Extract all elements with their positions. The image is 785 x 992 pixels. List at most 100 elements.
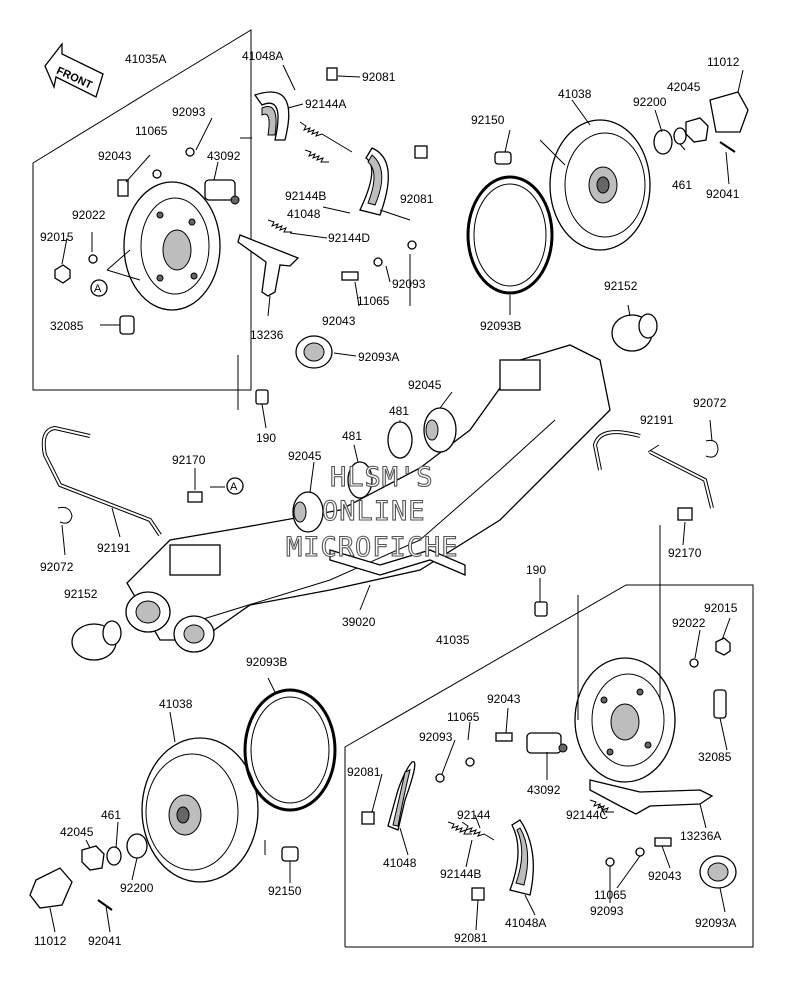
label-190-top: 190 (256, 431, 276, 445)
wheel-cylinder-lower (526, 732, 568, 754)
label-92045-b: 92045 (288, 449, 322, 463)
brake-shoe-upper-a (253, 91, 290, 141)
watermark-line-1: HLSM'S (330, 462, 434, 493)
label-92170-left: 92170 (172, 453, 206, 467)
label-92170-right: 92170 (668, 546, 702, 560)
label-92191-right: 92191 (640, 413, 674, 427)
label-92015-bot: 92015 (704, 601, 738, 615)
label-481-b: 481 (342, 429, 362, 443)
label-92081-top2: 92081 (400, 192, 434, 206)
label-41048A-top: 41048A (242, 49, 283, 63)
box-upper-left (32, 29, 252, 391)
watermark-line-3: MICROFICHE (286, 532, 459, 563)
brake-shoe-lower-b (509, 819, 534, 896)
breather-pipe-left (41, 425, 203, 537)
watermark-line-2: ONLINE (322, 496, 426, 527)
label-41048-bot: 41048 (383, 856, 417, 870)
label-39020: 39020 (342, 615, 376, 629)
label-92093B-bot: 92093B (246, 655, 287, 669)
seal-92093B-lower (243, 688, 337, 812)
bolt-190-top (255, 389, 269, 405)
label-92150-bot: 92150 (268, 884, 302, 898)
breather-pipe-right (592, 430, 719, 521)
hub-hardware-upper (494, 91, 749, 165)
part-labels: 41035A 41048A 92081 92144A 92093 11065 4… (34, 49, 740, 948)
brake-shoe-upper-b (359, 147, 389, 216)
label-11012-top: 11012 (707, 55, 740, 69)
label-92150-top: 92150 (471, 113, 505, 127)
bushing-92152-right (611, 313, 658, 352)
lever-13236 (237, 234, 300, 297)
label-42045-bot: 42045 (60, 825, 94, 839)
box-lower-right (344, 584, 754, 948)
label-43092-bot: 43092 (527, 783, 561, 797)
label-92081-bot2: 92081 (454, 931, 488, 945)
brake-shoe-lower-a (387, 761, 416, 831)
label-92043-top2: 92043 (322, 314, 356, 328)
label-92144B-top: 92144B (285, 189, 326, 203)
label-41035: 41035 (436, 633, 470, 647)
label-13236A: 13236A (680, 829, 721, 843)
seal-92093B-upper (466, 175, 554, 295)
bearings-center (292, 407, 457, 533)
label-92144A: 92144A (305, 97, 346, 111)
label-11065-bot1: 11065 (447, 710, 480, 724)
label-11012-bot: 11012 (34, 934, 67, 948)
label-481-a: 481 (389, 404, 409, 418)
label-190-bot: 190 (526, 563, 546, 577)
label-92144D: 92144D (328, 231, 370, 245)
label-92041-bot: 92041 (88, 934, 122, 948)
label-92152-left: 92152 (64, 587, 98, 601)
label-11065-top2: 11065 (357, 294, 390, 308)
label-43092-top: 43092 (207, 149, 241, 163)
hub-hardware-lower (29, 833, 299, 911)
label-92152-right: 92152 (604, 279, 638, 293)
label-92081-top1: 92081 (362, 70, 396, 84)
label-92200-bot: 92200 (120, 881, 154, 895)
label-92072-left: 92072 (40, 560, 74, 574)
label-32085-top: 32085 (50, 319, 84, 333)
label-41048A-bot: 41048A (505, 916, 546, 930)
watermark: HLSM'S ONLINE MICROFICHE (285, 461, 459, 563)
bushing-92152-left (71, 620, 122, 661)
label-11065-top1: 11065 (135, 124, 168, 138)
label-42045-top: 42045 (667, 80, 701, 94)
label-13236: 13236 (250, 328, 284, 342)
bolt-190-bottom (534, 601, 548, 617)
brake-drum-lower (141, 737, 259, 883)
label-92022-bot: 92022 (672, 616, 706, 630)
label-92093-top2: 92093 (392, 277, 426, 291)
springs-upper (267, 121, 353, 233)
label-92093-bot2: 92093 (590, 904, 624, 918)
label-92191-left: 92191 (97, 541, 131, 555)
label-11065-bot2: 11065 (594, 888, 627, 902)
label-41038-bot: 41038 (159, 697, 193, 711)
label-92043-top1: 92043 (98, 149, 132, 163)
label-92043-bot2: 92043 (648, 869, 682, 883)
label-92022-top: 92022 (72, 208, 106, 222)
callout-a-1: A (90, 279, 108, 297)
lever-13236A (589, 779, 714, 815)
callout-a-2-text: A (230, 481, 238, 493)
backing-plate-lower (574, 657, 676, 783)
callout-a-1-text: A (94, 283, 102, 295)
label-92043-bot1: 92043 (487, 692, 521, 706)
label-92093-top1: 92093 (172, 105, 206, 119)
label-92093-bot1: 92093 (419, 730, 453, 744)
label-92144B-bot: 92144B (440, 867, 481, 881)
label-92144: 92144 (457, 808, 491, 822)
label-92200-top: 92200 (633, 95, 667, 109)
callout-a-2: A (226, 477, 244, 495)
label-92072-right: 92072 (693, 396, 727, 410)
label-92015-top: 92015 (40, 230, 74, 244)
wheel-cylinder-upper (204, 179, 240, 205)
label-92045-a: 92045 (408, 378, 442, 392)
label-92093B-top: 92093B (480, 319, 521, 333)
label-41048-top: 41048 (287, 207, 321, 221)
backing-plate-upper (123, 181, 221, 311)
front-arrow: FRONT (44, 42, 104, 98)
label-92093A-bot: 92093A (695, 916, 736, 930)
label-461-bot: 461 (101, 808, 121, 822)
